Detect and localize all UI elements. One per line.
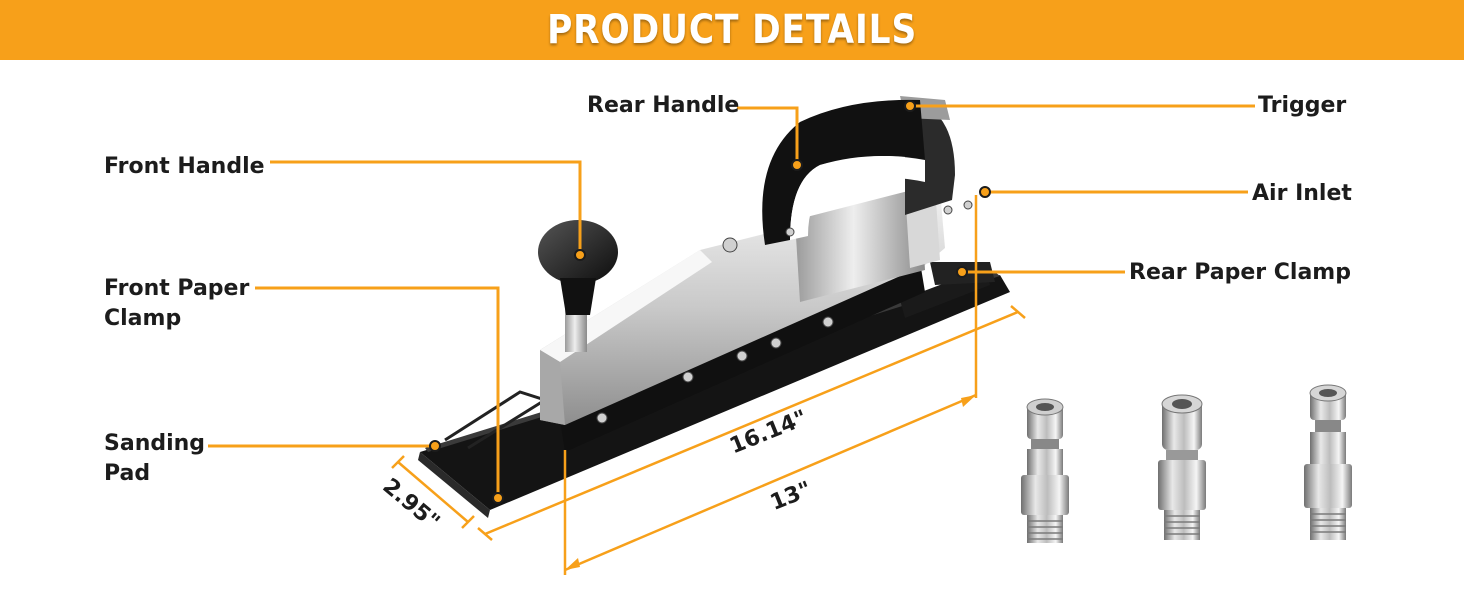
air-plug-fitting-3: [1304, 384, 1352, 540]
callout-front-paper-clamp-line1: Front Paper: [104, 276, 250, 301]
dimension-lines: [391, 195, 1026, 575]
callout-air-inlet: Air Inlet: [1252, 181, 1352, 206]
callout-trigger: Trigger: [1258, 93, 1347, 118]
callout-front-paper-clamp-line2: Clamp: [104, 306, 182, 331]
page-title: PRODUCT DETAILS: [547, 7, 917, 53]
callout-rear-paper-clamp: Rear Paper Clamp: [1129, 260, 1351, 285]
callout-dots: [429, 100, 991, 504]
header-banner: PRODUCT DETAILS: [0, 0, 1464, 60]
air-plug-fitting-2: [1158, 394, 1206, 540]
air-sander: [418, 96, 1010, 518]
callout-leaders: [208, 104, 1255, 498]
air-plug-fitting-1: [1021, 398, 1069, 543]
callout-rear-handle: Rear Handle: [587, 93, 740, 118]
callout-sanding-pad-line1: Sanding: [104, 431, 206, 456]
callout-sanding-pad-line2: Pad: [104, 461, 151, 486]
callout-front-handle: Front Handle: [104, 154, 265, 179]
